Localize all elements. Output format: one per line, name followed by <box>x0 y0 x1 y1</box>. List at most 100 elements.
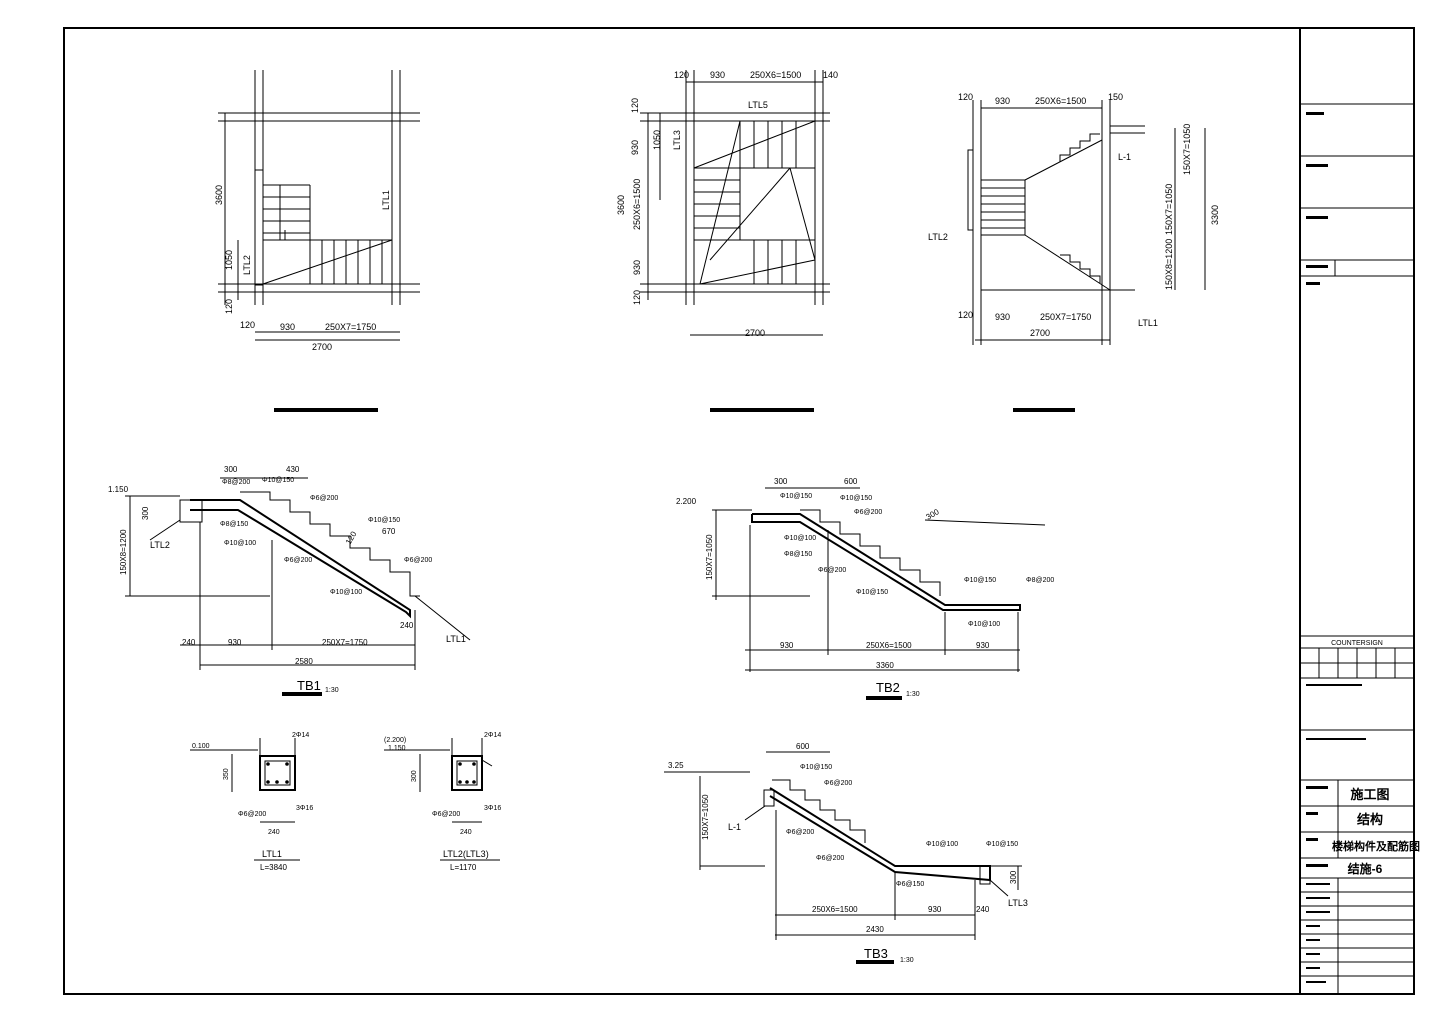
tb3-dim-2430: 2430 <box>866 925 884 934</box>
ltl1-rebar-bottom: 3Φ16 <box>296 805 313 812</box>
plan-a-dim-120b: 120 <box>240 320 255 330</box>
plan-a-dim-3600: 3600 <box>214 185 224 205</box>
ltl2-beam-section: (2.200) 1.150 300 240 2Φ14 Φ6@200 3Φ16 L… <box>384 732 501 872</box>
ltl2-dim-300: 300 <box>411 770 418 782</box>
tb2-dim-930a: 930 <box>780 641 794 650</box>
plan-b-treads <box>694 121 797 284</box>
ltl1-dim-240: 240 <box>268 829 280 836</box>
tb1-rebar-c: Φ6@200 <box>310 495 338 502</box>
ltl1-level: 0.100 <box>192 743 210 750</box>
plan-c-lower-steps <box>1060 254 1101 283</box>
ltl2-title: LTL2(LTL3) <box>443 849 489 859</box>
ltl1-beam-section: 0.100 350 240 2Φ14 Φ6@200 3Φ16 LTL1 L=38… <box>190 732 313 872</box>
plan-c-dim-120b: 120 <box>958 310 973 320</box>
tb-discipline: 结构 <box>1357 812 1383 827</box>
tb3-label-ltl3: LTL3 <box>1008 898 1028 908</box>
tb1-title: TB1 <box>297 678 321 693</box>
sheet-border <box>63 27 1415 995</box>
tb3-rebar-b: Φ6@200 <box>824 780 852 787</box>
plan-b-dim-930: 930 <box>710 70 725 80</box>
plan-a-label-ltl1: LTL1 <box>381 190 391 210</box>
ltl1-rebar-top: 2Φ14 <box>292 732 309 739</box>
tb1-rebar-h: Φ6@200 <box>404 557 432 564</box>
tb2-rebar-h: Φ10@150 <box>964 577 996 584</box>
tb3-dim-930: 930 <box>928 905 942 914</box>
plan-c: 120 930 250X6=1500 150 150X7=1050 150X7=… <box>928 92 1220 412</box>
tb3-rebar-d: Φ10@100 <box>926 841 958 848</box>
tb3-dim-300: 300 <box>1009 870 1018 884</box>
plan-a-dim-120: 120 <box>224 299 234 314</box>
titleblock-small-text <box>1306 112 1366 983</box>
plan-c-upper-steps <box>1059 133 1100 162</box>
tb1-level: 1.150 <box>108 485 129 494</box>
ltl2-level-b: 1.150 <box>388 745 406 752</box>
plan-b-label-ltl3: LTL3 <box>672 130 682 150</box>
ltl2-length: L=1170 <box>450 863 477 872</box>
tb1-dim-670: 670 <box>382 527 396 536</box>
plan-a-dim-1050: 1050 <box>224 250 234 270</box>
tb1-section: 1.150 300 430 300 150X8=1200 670 120 240… <box>108 465 471 696</box>
tb2-dim-steps: 250X6=1500 <box>866 641 912 650</box>
tb1-dim-2580: 2580 <box>295 657 313 666</box>
tb1-label-ltl1: LTL1 <box>446 634 466 644</box>
plan-b-dim-120b: 120 <box>632 290 642 305</box>
tb-stage: 施工图 <box>1350 787 1389 802</box>
tb1-dim-300: 300 <box>224 465 238 474</box>
plan-c-label-ltl1: LTL1 <box>1138 318 1158 328</box>
plan-c-dim-930: 930 <box>995 96 1010 106</box>
tb2-dim-300b: 300 <box>925 507 942 522</box>
tb3-dim-steps: 250X6=1500 <box>812 905 858 914</box>
tb3-rebar-c: Φ6@200 <box>786 829 814 836</box>
ltl1-title: LTL1 <box>262 849 282 859</box>
ltl2-rebar-stirrup: Φ6@200 <box>432 811 460 818</box>
titleblock-grid <box>1300 103 1414 994</box>
tb1-rebar-f: Φ10@150 <box>368 517 400 524</box>
tb1-dim-430: 430 <box>286 465 300 474</box>
tb2-rebar-d: Φ10@100 <box>784 535 816 542</box>
tb-drawing-no: 结施-6 <box>1348 861 1383 876</box>
tb1-rebar-b: Φ10@150 <box>262 477 294 484</box>
tb1-dim-240: 240 <box>182 638 196 647</box>
tb3-dim-600: 600 <box>796 742 810 751</box>
plan-a: 3600 1050 120 120 930 250X7=1750 2700 LT… <box>214 70 420 412</box>
plan-a-dim-930: 930 <box>280 322 295 332</box>
ltl1-length: L=3840 <box>260 863 287 872</box>
tb2-rebar-i: Φ8@200 <box>1026 577 1054 584</box>
tb3-rebar-g: Φ10@150 <box>986 841 1018 848</box>
tb3-section: 3.25 600 150X7=1050 250X6=1500 930 240 2… <box>664 742 1028 964</box>
tb2-rebar-a: Φ10@150 <box>780 493 812 500</box>
plan-c-label-ltl2: LTL2 <box>928 232 948 242</box>
tb3-scale: 1:30 <box>900 957 914 964</box>
tb3-dim-riser: 150X7=1050 <box>701 794 710 840</box>
tb1-rebar-g: Φ6@200 <box>284 557 312 564</box>
tb1-dim-930: 930 <box>228 638 242 647</box>
plan-b-dim-2700: 2700 <box>745 328 765 338</box>
tb3-rebar-f: Φ6@150 <box>896 881 924 888</box>
tb2-dim-riser: 150X7=1050 <box>705 534 714 580</box>
tb2-scale: 1:30 <box>906 691 920 698</box>
ltl2-dim-240: 240 <box>460 829 472 836</box>
tb1-rebar-e: Φ10@100 <box>224 540 256 547</box>
plan-b-dim-930b: 930 <box>632 260 642 275</box>
plan-a-dim-2700: 2700 <box>312 342 332 352</box>
plan-a-treads <box>263 185 383 284</box>
ltl2-level-a: (2.200) <box>384 737 406 744</box>
plan-b-dim-steps: 250X6=1500 <box>750 70 801 80</box>
tb1-rebar-a: Φ8@200 <box>222 479 250 486</box>
tb1-rebar-d: Φ8@150 <box>220 521 248 528</box>
plan-c-dim-steps-b: 250X7=1750 <box>1040 312 1091 322</box>
tb2-rebar-g: Φ10@150 <box>856 589 888 596</box>
tb3-dim-240: 240 <box>976 905 990 914</box>
tb1-dim-300v: 300 <box>141 506 150 520</box>
plan-c-dim-riser-c: 150X8=1200 <box>1164 239 1174 290</box>
tb-company: COUNTERSIGN <box>1331 640 1383 647</box>
tb2-dim-600: 600 <box>844 477 858 486</box>
tb1-dim-steps: 250X7=1750 <box>322 638 368 647</box>
plan-c-dim-riser-a: 150X7=1050 <box>1182 124 1192 175</box>
plan-c-dim-3300: 3300 <box>1210 205 1220 225</box>
tb2-title: TB2 <box>876 680 900 695</box>
plan-b-dim-930a: 930 <box>630 140 640 155</box>
tb1-dim-riser: 150X8=1200 <box>119 529 128 575</box>
plan-c-dim-150: 150 <box>1108 92 1123 102</box>
